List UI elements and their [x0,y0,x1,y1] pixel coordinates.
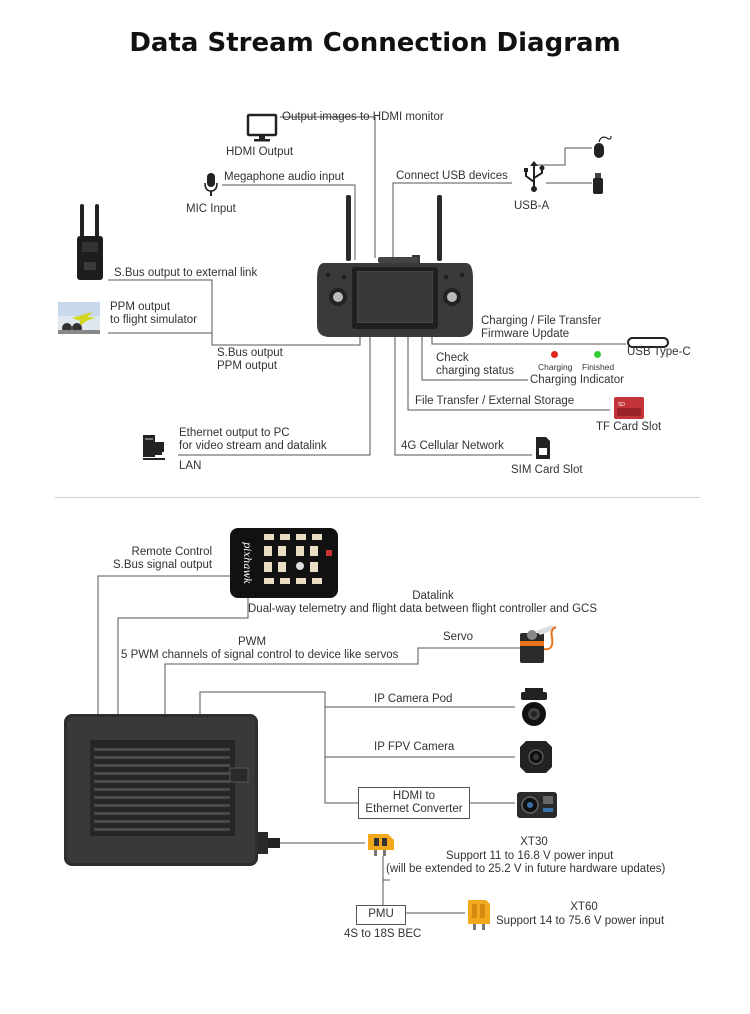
hdmi-conv-line-1: HDMI to [392,790,436,802]
sbus-ppm-desc: S.Bus output PPM output [217,347,283,373]
xt30-line-1: Support 11 to 16.8 V power input [446,850,614,862]
usb-desc: Connect USB devices [396,170,508,182]
rc-line-1: Remote Control [131,546,213,558]
check-line-2: charging status [436,365,514,377]
ethernet-desc: Ethernet output to PC for video stream a… [179,427,327,453]
microphone-icon [204,173,218,196]
charging-led-green [594,351,601,358]
lan-label: LAN [179,460,202,472]
sim-card-icon [536,437,550,459]
rc-line-2: S.Bus signal output [113,559,213,571]
led-charging-label: Charging [538,362,573,372]
ppm-line-1: PPM output [110,301,171,313]
charging-line-1: Charging / File Transfer [481,315,602,327]
pwm-desc: 5 PWM channels of signal control to devi… [121,649,399,661]
usb-c-icon [627,337,669,348]
sim-card-label: SIM Card Slot [511,464,583,476]
usb-icon [524,161,545,192]
ethernet-line-2: for video stream and datalink [179,440,327,452]
ppm-output-desc: PPM output to flight simulator [110,301,197,327]
ground-unit [64,714,280,866]
remote-controller [317,195,473,337]
xt60-desc: Support 14 to 75.6 V power input [496,915,665,927]
tf-desc: File Transfer / External Storage [415,395,575,407]
pmu-box: PMU [356,905,406,925]
flight-simulator-icon [58,302,100,334]
video-transmitter-icon [77,204,103,280]
charging-line-2: Firmware Update [481,328,570,340]
check-line-1: Check [436,352,469,364]
datalink-desc: Dual-way telemetry and flight data betwe… [248,603,598,615]
mouse-icon [594,135,612,158]
sbus-external-desc: S.Bus output to external link [114,267,258,279]
section-divider [55,497,700,498]
tf-card-label: TF Card Slot [596,421,662,433]
ip-fpv-camera-label: IP FPV Camera [374,741,455,753]
charging-led-red [551,351,558,358]
flight-controller [230,528,338,598]
charging-desc: Charging / File Transfer Firmware Update [481,315,601,341]
sbus-ppm-line-2: PPM output [217,360,278,372]
datalink-title: Datalink [412,590,454,602]
usb-c-label: USB Type-C [627,346,691,358]
monitor-icon [246,113,278,142]
hdmi-conv-line-2: Ethernet Converter [365,803,463,815]
usb-a-label: USB-A [514,200,550,212]
ppm-line-2: to flight simulator [110,314,197,326]
mic-input-label: MIC Input [186,203,236,215]
sbus-ppm-line-1: S.Bus output [217,347,283,359]
ethernet-line-1: Ethernet output to PC [179,427,290,439]
hdmi-output-label: HDMI Output [226,146,294,158]
xt30-title: XT30 [520,836,548,848]
check-charging-desc: Check charging status [436,352,514,378]
ip-camera-pod-label: IP Camera Pod [374,693,453,705]
xt60-title: XT60 [570,901,598,913]
svg-text:SD: SD [618,402,625,408]
camera-pod-icon [521,688,547,726]
pmu-desc: 4S to 18S BEC [344,928,422,940]
charging-indicator-label: Charging Indicator [530,374,624,386]
pwm-title: PWM [237,636,267,648]
flight-controller-brand: pixhawk [241,541,252,585]
cellular-desc: 4G Cellular Network [401,440,504,452]
hdmi-converter-box: HDMI to Ethernet Converter [358,787,470,819]
led-finished-label: Finished [582,362,615,372]
servo-icon [520,625,557,663]
mic-input-desc: Megaphone audio input [224,171,345,183]
usb-drive-icon [593,173,603,194]
remote-control-desc: Remote Control S.Bus signal output [113,546,212,572]
xt30-connector-icon [368,834,394,856]
fpv-camera-icon [520,741,552,773]
hdmi-output-desc: Output images to HDMI monitor [282,111,444,123]
xt60-connector-icon [468,900,490,930]
diagram-title: Data Stream Connection Diagram [129,28,621,58]
servo-label: Servo [443,631,474,643]
xt30-line-2: (will be extended to 25.2 V in future ha… [386,863,666,875]
computer-icon [143,435,165,460]
sd-card-icon: SD [614,397,644,419]
action-camera-icon [517,792,557,818]
